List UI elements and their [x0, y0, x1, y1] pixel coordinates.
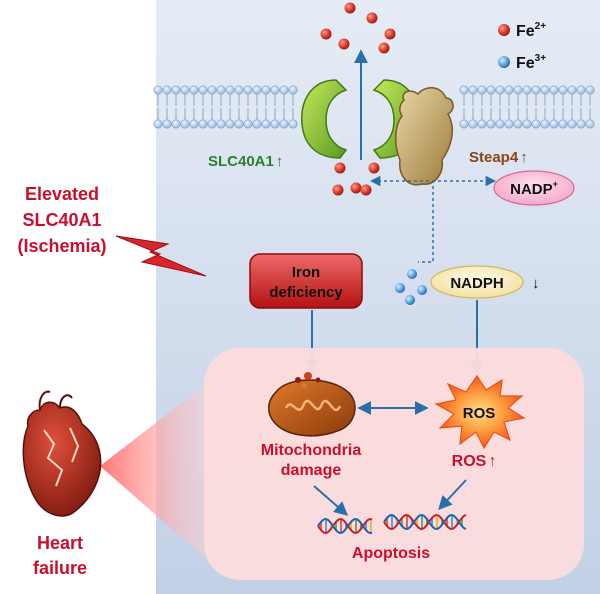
iron-deficiency-line1: Iron — [292, 264, 320, 281]
elevated-line2: SLC40A1 — [22, 210, 101, 230]
iron-deficiency-line2: deficiency — [269, 284, 343, 301]
ros-increase-label: ROS — [452, 453, 487, 470]
mito-damage-line1: Mitochondria — [261, 442, 362, 459]
ros-burst-icon — [434, 374, 526, 450]
steap4-protein — [395, 87, 454, 186]
dna-fragments-icon — [317, 513, 467, 535]
membrane-lipid-heads-bottom — [153, 108, 595, 129]
nadph-down-arrow: ↓ — [532, 275, 540, 292]
legend-fe3-dot — [498, 56, 510, 68]
mito-damage-line2: damage — [281, 462, 342, 479]
svg-text:NADP+: NADP+ — [510, 179, 558, 198]
iron-ions — [320, 2, 427, 305]
heart-failure-line2: failure — [33, 558, 87, 578]
steap4-up-arrow: ↑ — [520, 149, 528, 166]
membrane-lipid-heads-top — [153, 85, 595, 106]
slc40a1-label: SLC40A1 — [208, 153, 274, 170]
svg-text:Fe2+: Fe2+ — [516, 21, 546, 40]
cell-membrane — [153, 85, 600, 129]
iron-deficiency-box — [249, 253, 363, 309]
svg-text:Fe3+: Fe3+ — [516, 53, 546, 72]
nadph-label: NADPH — [450, 275, 503, 292]
nadph-ellipse — [430, 265, 524, 299]
ros-up-arrow: ↑ — [488, 453, 496, 470]
legend-fe2-dot — [498, 24, 510, 36]
nadp-ellipse — [493, 170, 575, 206]
steap4-to-nadph-dashed-line — [418, 186, 434, 263]
heart-failure-cone — [100, 378, 214, 566]
ros-burst-label: ROS — [463, 405, 496, 422]
legend-fe2-superscript: 2+ — [535, 21, 547, 32]
nadp-label: NADP — [510, 181, 553, 198]
steap4-label: Steap4 — [469, 149, 519, 166]
heart-icon — [22, 390, 102, 517]
nadp-superscript: + — [553, 179, 558, 189]
lightning-bolt-icon — [115, 235, 207, 277]
elevated-line3: (Ischemia) — [17, 236, 106, 256]
legend-fe3-label: Fe — [516, 55, 535, 72]
svg-text:Steap4↑: Steap4↑ — [469, 149, 528, 166]
legend-fe3-superscript: 3+ — [535, 53, 547, 64]
ros-to-apoptosis-arrow — [438, 479, 467, 511]
apoptosis-label: Apoptosis — [352, 545, 430, 562]
legend: Fe2+ Fe3+ — [498, 21, 546, 72]
slc40a1-up-arrow: ↑ — [276, 153, 284, 170]
mito-to-apoptosis-arrow — [313, 485, 349, 516]
legend-fe2-label: Fe — [516, 23, 535, 40]
svg-text:SLC40A1↑: SLC40A1↑ — [208, 153, 283, 170]
svg-text:ROS↑: ROS↑ — [452, 453, 497, 470]
elevated-line1: Elevated — [25, 184, 99, 204]
mitochondrion-icon — [268, 372, 356, 437]
heart-failure-line1: Heart — [37, 533, 83, 553]
